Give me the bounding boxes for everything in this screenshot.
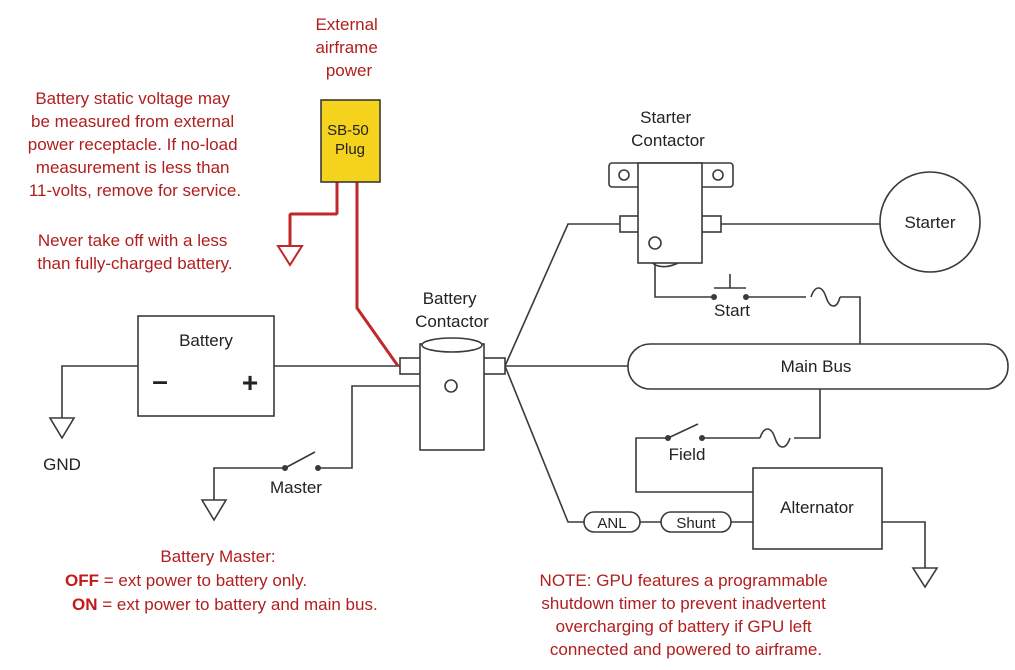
plug-ground-symbol bbox=[276, 245, 304, 267]
start-switch-contact-right bbox=[743, 294, 749, 300]
battery-contactor-label-line-2: Contactor bbox=[415, 312, 489, 331]
master-ground-symbol bbox=[200, 499, 228, 522]
wire-alternator-to-ground bbox=[882, 521, 926, 568]
static-voltage-line-1: Battery static voltage may bbox=[35, 89, 230, 108]
main-bus-label: Main Bus bbox=[781, 357, 852, 376]
wire-external-power bbox=[355, 182, 400, 367]
start-switch-contact-left bbox=[711, 294, 717, 300]
sb50-plug bbox=[320, 99, 381, 183]
wire-contactor-to-anl bbox=[504, 365, 584, 523]
wire-contactor-coil-to-master bbox=[318, 385, 451, 469]
starter-contactor-label-line-1: Starter bbox=[640, 108, 691, 127]
wire-contactor-to-starter-contactor bbox=[504, 223, 620, 367]
static-voltage-line-3: power receptacle. If no-load bbox=[28, 135, 238, 154]
gpu-note-line-4: connected and powered to airframe. bbox=[550, 640, 822, 659]
gnd-ground-symbol bbox=[48, 417, 76, 440]
never-takeoff-line-2: than fully-charged battery. bbox=[37, 254, 232, 273]
external-power-line-1: External bbox=[315, 15, 377, 34]
anl-label: ANL bbox=[597, 515, 626, 532]
battery-contactor-terminal-right bbox=[482, 357, 506, 375]
master-switch-label: Master bbox=[270, 478, 322, 497]
battery-label: Battery bbox=[179, 331, 233, 350]
on-keyword: ON bbox=[72, 595, 98, 614]
starter-contactor-coil-terminal bbox=[648, 236, 662, 250]
gpu-note-line-2: shutdown timer to prevent inadvertent bbox=[541, 594, 826, 613]
shunt-label: Shunt bbox=[676, 515, 716, 532]
gpu-note: NOTE: GPU features a programmable shutdo… bbox=[540, 571, 833, 659]
battery-master-on-line: ON = ext power to battery and main bus. bbox=[72, 595, 378, 614]
starter-contactor-mount-hole-right bbox=[712, 169, 724, 181]
starter-contactor-body bbox=[637, 162, 703, 264]
battery-master-title: Battery Master: bbox=[160, 547, 275, 566]
battery-contactor-label: Battery Contactor bbox=[415, 289, 489, 331]
starter-label: Starter bbox=[904, 213, 955, 232]
off-description: = ext power to battery only. bbox=[99, 571, 307, 590]
battery-contactor bbox=[399, 337, 506, 451]
battery bbox=[137, 315, 275, 417]
field-switch-contact-right bbox=[699, 435, 705, 441]
wire-fuse-to-main-bus bbox=[840, 296, 861, 344]
gpu-note-line-1: NOTE: GPU features a programmable bbox=[540, 571, 828, 590]
master-switch-contact-right bbox=[315, 465, 321, 471]
battery-minus-terminal: – bbox=[152, 365, 168, 396]
sb50-plug-label-line-2: Plug bbox=[335, 141, 365, 158]
alternator bbox=[752, 467, 883, 550]
external-power-line-2: airframe bbox=[315, 38, 377, 57]
off-keyword: OFF bbox=[65, 571, 99, 590]
shunt bbox=[660, 511, 732, 533]
never-takeoff-note: Never take off with a less than fully-ch… bbox=[37, 231, 232, 273]
anl-fuse bbox=[583, 511, 641, 533]
wire-bus-to-field-fuse bbox=[794, 389, 821, 439]
starter-contactor-label: Starter Contactor bbox=[631, 108, 705, 150]
battery-master-off-line: OFF = ext power to battery only. bbox=[65, 571, 307, 590]
sb50-plug-label: SB-50 Plug bbox=[327, 122, 373, 158]
static-voltage-line-2: be measured from external bbox=[31, 112, 234, 131]
alternator-ground-symbol bbox=[911, 567, 939, 589]
starter-contactor bbox=[608, 162, 734, 264]
gpu-note-line-3: overcharging of battery if GPU left bbox=[556, 617, 812, 636]
starter-contactor-label-line-2: Contactor bbox=[631, 131, 705, 150]
start-fuse bbox=[810, 287, 841, 307]
sb50-plug-label-line-1: SB-50 bbox=[327, 122, 369, 139]
master-switch-lever bbox=[284, 451, 316, 469]
wire-battery-to-gnd bbox=[61, 365, 138, 418]
external-power-line-3: power bbox=[326, 61, 373, 80]
battery-contactor-terminal-left bbox=[399, 357, 423, 375]
gnd-label: GND bbox=[43, 455, 81, 474]
external-power-note: External airframe power bbox=[315, 15, 382, 80]
battery-plus-terminal: + bbox=[242, 367, 258, 398]
on-description: = ext power to battery and main bus. bbox=[98, 595, 378, 614]
starter-motor bbox=[879, 171, 981, 273]
never-takeoff-line-1: Never take off with a less bbox=[38, 231, 228, 250]
start-switch-label: Start bbox=[714, 301, 750, 320]
alternator-label: Alternator bbox=[780, 498, 854, 517]
field-switch-label: Field bbox=[669, 445, 706, 464]
wire-field-to-alternator bbox=[635, 437, 753, 493]
starter-contactor-mount-hole-left bbox=[618, 169, 630, 181]
battery-contactor-coil-terminal bbox=[444, 379, 458, 393]
field-fuse bbox=[759, 428, 791, 448]
static-voltage-note: Battery static voltage may be measured f… bbox=[28, 89, 243, 200]
battery-contactor-label-line-1: Battery bbox=[423, 289, 477, 308]
static-voltage-line-4: measurement is less than bbox=[36, 158, 230, 177]
battery-contactor-cap bbox=[421, 337, 483, 353]
static-voltage-line-5: 11-volts, remove for service. bbox=[29, 181, 241, 200]
field-switch-lever bbox=[667, 423, 699, 439]
main-bus bbox=[627, 343, 1009, 390]
battery-contactor-body bbox=[419, 343, 485, 451]
wire-master-to-ground bbox=[213, 467, 285, 500]
